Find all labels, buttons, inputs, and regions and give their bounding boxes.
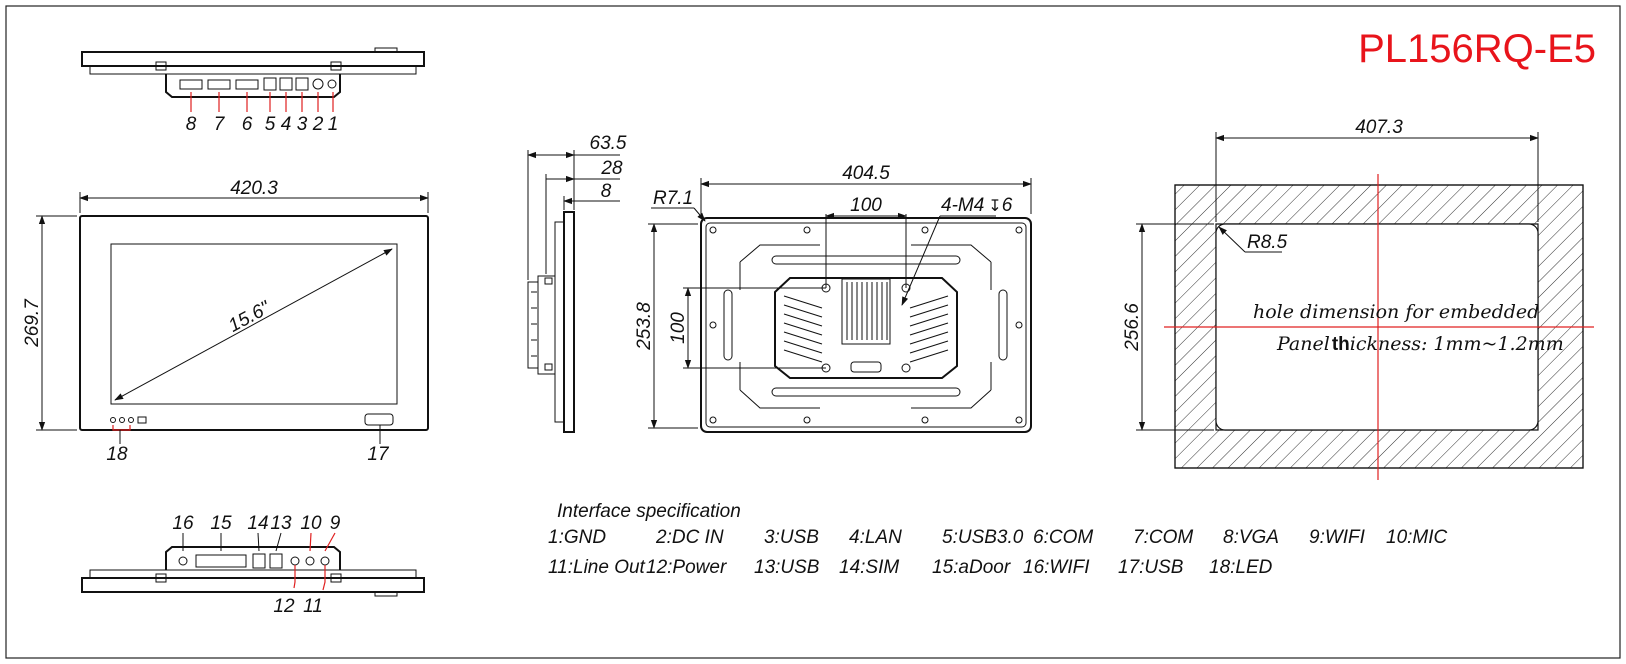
- spec-item: 12:Power: [646, 557, 727, 578]
- cutout-width-label: 407.3: [1355, 117, 1403, 138]
- mounting-screw: [709, 321, 717, 329]
- heatsink-fin: [783, 322, 823, 336]
- mounting-screw: [1015, 416, 1023, 424]
- heatsink-fin: [783, 304, 823, 318]
- mounting-screw: [1015, 321, 1023, 329]
- mounting-screw: [803, 226, 811, 234]
- mounting-screw: [709, 226, 717, 234]
- bottom-callout-15: 15: [210, 513, 232, 534]
- spec-item: 15:aDoor: [932, 557, 1011, 578]
- bottom-callout-12: 12: [273, 596, 295, 617]
- rear-view: 100 100 404.5 253.8 R7.1 4-M4↧6: [634, 163, 1032, 433]
- heatsink-fin: [783, 340, 823, 354]
- bottom-callout-leader: [257, 532, 260, 552]
- bottom-callout-9: 9: [330, 513, 341, 534]
- callout-18: 18: [106, 444, 128, 465]
- depth-mid-label: 28: [600, 158, 623, 179]
- heatsink-fin: [783, 313, 823, 327]
- vesa-vertical-label: 100: [668, 312, 689, 344]
- heatsink-fin: [909, 313, 949, 327]
- cutout-height-label: 256.6: [1122, 303, 1143, 352]
- bottom-callout-14: 14: [247, 513, 268, 534]
- cutout-note-line1: hole dimension for embedded: [1253, 301, 1539, 323]
- bottom-callout-leader: [275, 532, 282, 552]
- bottom-callout-13: 13: [270, 513, 292, 534]
- vesa-horizontal-label: 100: [850, 195, 882, 216]
- bottom-callout-leader: [309, 532, 312, 552]
- screw-label: 4-M4↧6: [941, 195, 1013, 216]
- spec-item: 5:USB3.0: [942, 527, 1024, 548]
- drawing-border: [5, 5, 1621, 659]
- spec-item: 16:WIFI: [1023, 557, 1090, 578]
- depth-front-label: 8: [601, 181, 612, 202]
- cutout-view: 407.3 256.6 R8.5 hole dimension for embe…: [1122, 117, 1594, 480]
- rear-radius-label: R7.1: [653, 188, 693, 209]
- heatsink-fin: [909, 349, 949, 363]
- heatsink-fin: [909, 322, 949, 336]
- top-callout-2: 2: [312, 114, 324, 135]
- mounting-screw: [921, 226, 929, 234]
- front-view: 15.6" 420.3 269.7 18 17: [22, 178, 429, 465]
- bottom-callout-11: 11: [303, 596, 323, 617]
- mounting-screw: [921, 416, 929, 424]
- front-width-label: 420.3: [230, 178, 278, 199]
- top-callout-8: 8: [186, 114, 197, 135]
- top-callout-7: 7: [214, 114, 226, 135]
- side-view: 63.5 28 8: [527, 133, 627, 433]
- heatsink-fin: [783, 331, 823, 345]
- bottom-callout-10: 10: [300, 513, 322, 534]
- interface-spec-heading: Interface specification: [557, 501, 741, 522]
- bottom-callout-leader: [324, 532, 336, 552]
- heatsink-fin: [909, 331, 949, 345]
- mounting-screw: [709, 416, 717, 424]
- mounting-screw: [803, 416, 811, 424]
- bottom-callout-16: 16: [172, 513, 194, 534]
- spec-item: 10:MIC: [1386, 527, 1448, 548]
- spec-item: 4:LAN: [849, 527, 902, 548]
- interface-spec: Interface specification 1:GND 2:DC IN 3:US…: [548, 501, 1448, 578]
- top-callout-6: 6: [242, 114, 253, 135]
- mounting-screw: [1015, 226, 1023, 234]
- spec-item: 9:WIFI: [1309, 527, 1366, 548]
- spec-item: 2:DC IN: [655, 527, 724, 548]
- rear-height-label: 253.8: [634, 302, 655, 351]
- top-callout-3: 3: [297, 114, 308, 135]
- spec-item: 1:GND: [548, 527, 606, 548]
- spec-item: 7:COM: [1133, 527, 1193, 548]
- cutout-radius-label: R8.5: [1247, 232, 1288, 253]
- top-callout-1: 1: [328, 114, 339, 135]
- model-title: PL156RQ-E5: [1358, 27, 1596, 71]
- callout-17: 17: [367, 444, 390, 465]
- rear-width-label: 404.5: [842, 163, 890, 184]
- spec-item: 3:USB: [764, 527, 819, 548]
- spec-item: 14:SIM: [839, 557, 899, 578]
- spec-item: 6:COM: [1033, 527, 1093, 548]
- front-height-label: 269.7: [22, 298, 43, 348]
- heatsink-fin: [783, 349, 823, 363]
- spec-item: 11:Line Out: [548, 557, 646, 578]
- top-callout-4: 4: [281, 114, 292, 135]
- depth-total-label: 63.5: [590, 133, 627, 154]
- spec-item: 17:USB: [1118, 557, 1184, 578]
- heatsink-fin: [909, 304, 949, 318]
- heatsink-fin: [783, 295, 823, 309]
- heatsink-fin: [909, 295, 949, 309]
- top-callout-5: 5: [265, 114, 276, 135]
- heatsink-fin: [909, 340, 949, 354]
- bottom-callout-leader: [322, 565, 326, 591]
- spec-item: 8:VGA: [1223, 527, 1279, 548]
- spec-item: 18:LED: [1209, 557, 1273, 578]
- diagonal-label: 15.6": [225, 297, 275, 337]
- spec-item: 13:USB: [754, 557, 820, 578]
- bottom-callout-leader: [293, 565, 296, 589]
